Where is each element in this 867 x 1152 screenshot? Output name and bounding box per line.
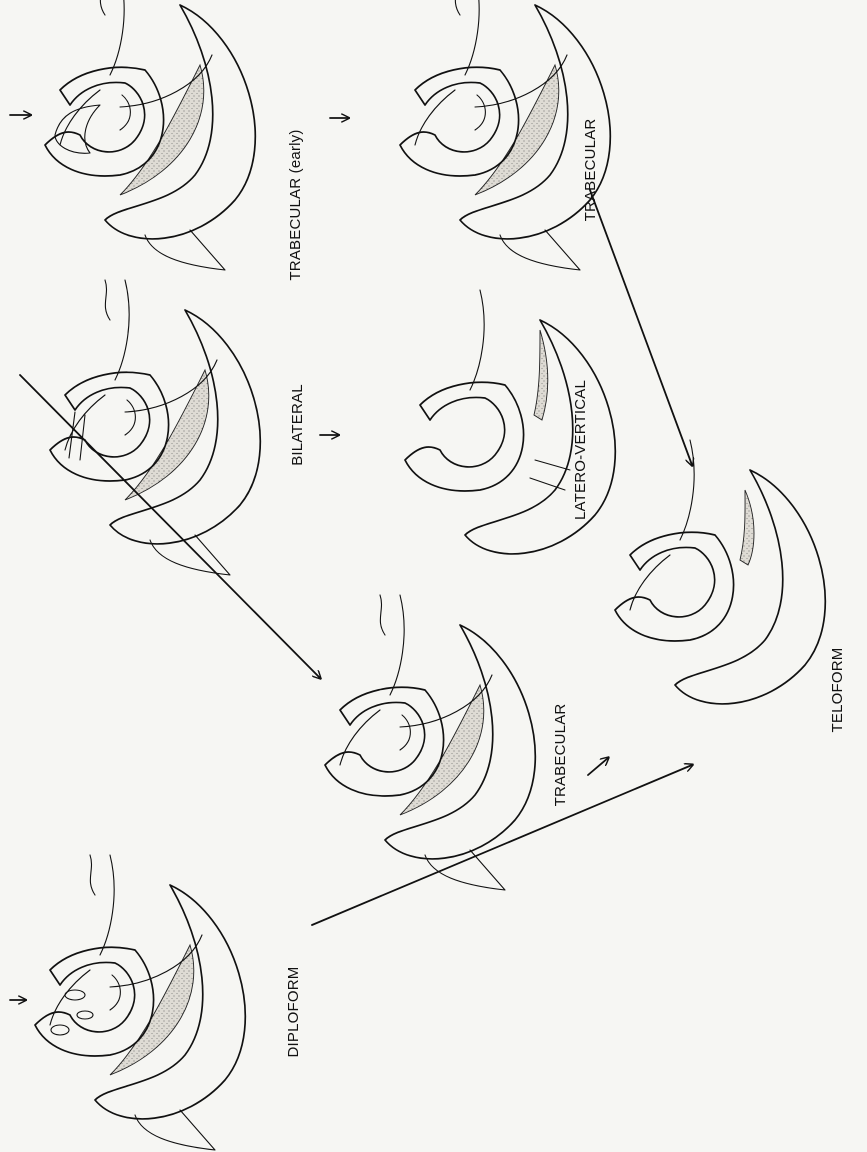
shell-trabecular-early (45, 0, 255, 270)
label-teloform: TELOFORM (829, 648, 846, 733)
label-trabecular-early: TRABECULAR (early) (287, 129, 304, 280)
label-trabecular-mid: TRABECULAR (552, 704, 569, 807)
shell-trabecular-mid (325, 595, 535, 890)
label-bilateral: BILATERAL (289, 384, 306, 466)
arrow-diploform-to-teloform (312, 765, 692, 925)
arrow-to-trabecular-mid (20, 375, 320, 678)
shell-diploform (35, 855, 245, 1150)
shell-bilateral (50, 280, 260, 575)
shell-trabecular-top (400, 0, 610, 270)
arrow-trabecular-mid-to-teloform (588, 758, 608, 775)
shell-teloform (615, 440, 825, 704)
label-latero-vertical: LATERO-VERTICAL (572, 380, 589, 520)
arrow-trabecular-to-teloform (590, 190, 692, 465)
label-diploform: DIPLOFORM (285, 967, 302, 1058)
